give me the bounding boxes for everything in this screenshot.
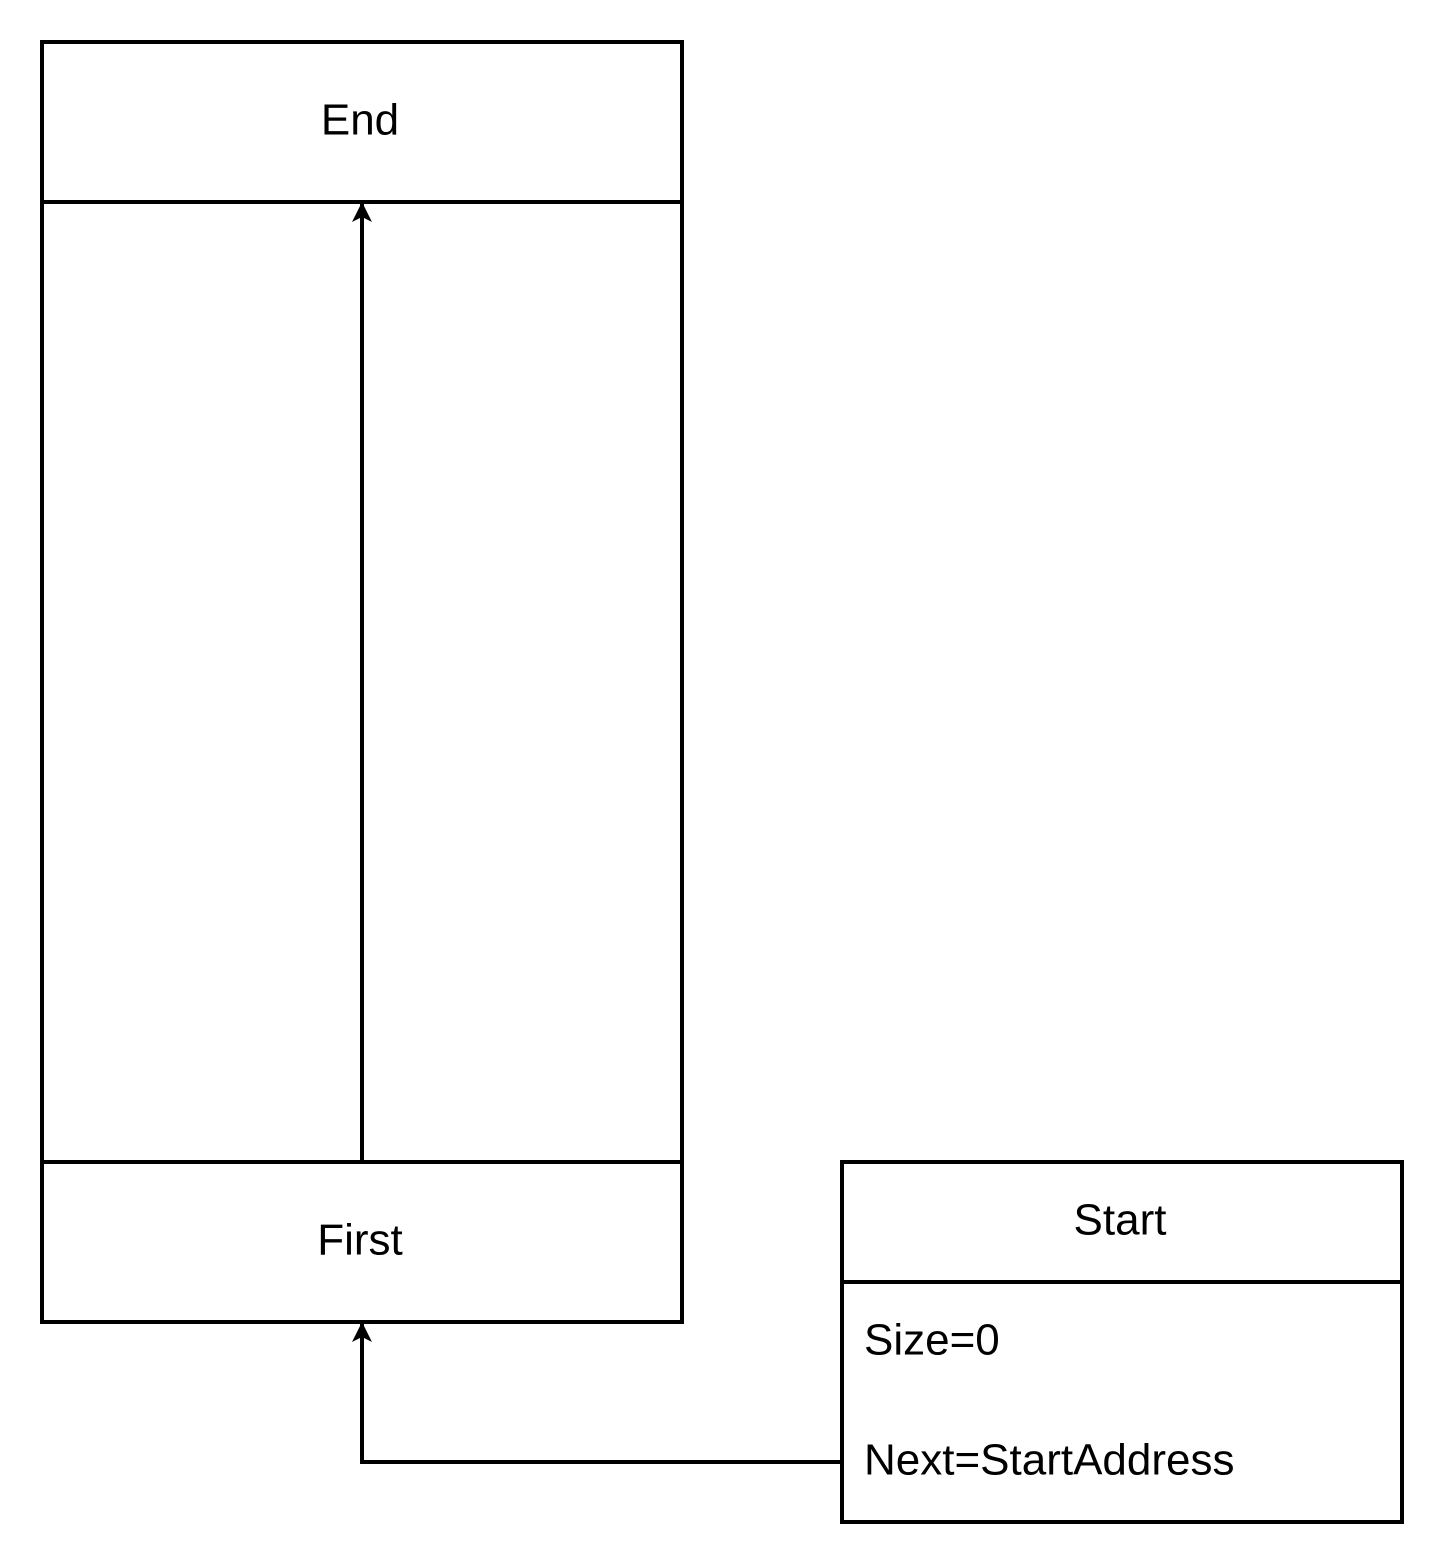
start-record: Start Size=0 Next=StartAddress (840, 1160, 1404, 1524)
end-label: End (321, 96, 399, 145)
next-pointer-arrow (352, 1322, 842, 1464)
start-record-outline (840, 1160, 1404, 1524)
start-record-title: Start (1074, 1196, 1167, 1245)
start-record-next-field: Next=StartAddress (864, 1436, 1235, 1485)
start-record-size-field: Size=0 (864, 1316, 1000, 1365)
first-label: First (317, 1216, 403, 1265)
